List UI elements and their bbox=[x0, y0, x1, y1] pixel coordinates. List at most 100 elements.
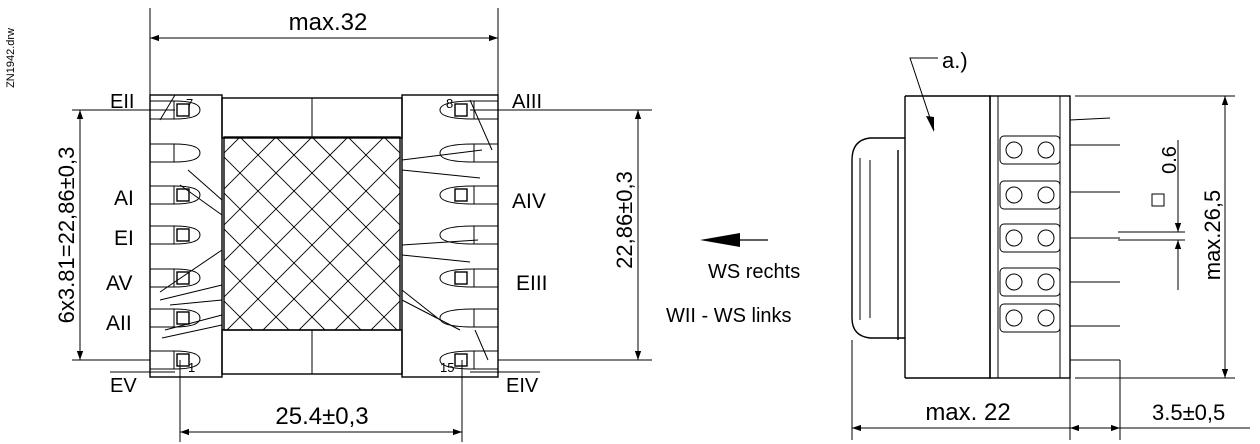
side-view: a.) max.26,5 0.6 max. 22 bbox=[851, 48, 1250, 440]
pin-slot bbox=[473, 350, 499, 370]
pin-terminal bbox=[176, 311, 190, 325]
hatch-line bbox=[226, 156, 400, 330]
label-AII: AII bbox=[106, 312, 132, 335]
pin-terminal bbox=[454, 188, 468, 202]
hatch-line bbox=[224, 228, 326, 330]
pin-number-8: 8 bbox=[446, 96, 453, 111]
dim-pin-square: 0.6 bbox=[1159, 146, 1181, 174]
pin-terminal bbox=[176, 271, 190, 285]
pin-hook bbox=[439, 350, 475, 370]
pin-terminal bbox=[454, 103, 468, 117]
hatch-line bbox=[224, 137, 277, 190]
label-EIV: EIV bbox=[506, 375, 539, 397]
pin-hook bbox=[439, 185, 475, 205]
hatch-line bbox=[0, 137, 24, 330]
hatch-line bbox=[224, 192, 362, 330]
hatch-line bbox=[239, 137, 400, 298]
pin-slot bbox=[473, 143, 499, 163]
pin-number-15: 15 bbox=[440, 360, 454, 375]
pin-terminal bbox=[454, 353, 468, 367]
pin-hole bbox=[1005, 309, 1023, 327]
hatch-line bbox=[347, 137, 400, 190]
label-EII: EII bbox=[110, 91, 134, 113]
pin-hook bbox=[439, 308, 475, 328]
hatch-line bbox=[298, 228, 400, 330]
dim-top-width: max.32 bbox=[289, 9, 368, 36]
hatch-line bbox=[11, 137, 204, 330]
dim-pin-offset: 3.5±0,5 bbox=[1152, 400, 1225, 425]
hatch-line bbox=[224, 137, 385, 298]
pin-hook bbox=[173, 350, 201, 370]
pin-hole bbox=[1037, 141, 1055, 159]
hatch-line bbox=[275, 137, 400, 262]
hatch-line bbox=[262, 192, 400, 330]
pin-hole bbox=[1005, 141, 1023, 159]
pin-slot bbox=[149, 350, 175, 370]
hatch-line bbox=[564, 137, 757, 330]
top-view: max.32 7 8 1 15 EII AI EI AV AII EV bbox=[0, 8, 757, 442]
dim-right-height: 22,86±0,3 bbox=[612, 171, 637, 269]
label-EIII: EIII bbox=[516, 272, 548, 295]
pin-hole bbox=[1005, 273, 1023, 291]
side-pin-block bbox=[999, 135, 1061, 165]
label-AI: AI bbox=[114, 187, 134, 210]
pin-number-1: 1 bbox=[188, 360, 195, 375]
hatch-line bbox=[420, 137, 613, 330]
pin-terminal bbox=[176, 228, 190, 242]
pin-slot bbox=[149, 225, 175, 245]
hatch-line bbox=[224, 137, 349, 262]
pin-slot bbox=[473, 308, 499, 328]
pin-slot bbox=[473, 225, 499, 245]
pin-slot bbox=[473, 268, 499, 288]
pin-slot bbox=[149, 185, 175, 205]
label-AV: AV bbox=[106, 272, 132, 295]
label-EV: EV bbox=[110, 375, 137, 397]
label-EI: EI bbox=[114, 227, 134, 250]
side-pin-block bbox=[999, 180, 1061, 210]
hatch-line bbox=[224, 137, 313, 226]
pin-terminal bbox=[176, 188, 190, 202]
pin-hole bbox=[1005, 229, 1023, 247]
pin-terminal bbox=[454, 271, 468, 285]
hatch-line bbox=[407, 137, 600, 330]
pin-hook bbox=[173, 308, 201, 328]
label-AIII: AIII bbox=[512, 91, 542, 113]
hatch-line bbox=[0, 137, 168, 330]
file-tag: ZN1942.drw bbox=[5, 28, 17, 88]
pin-hook bbox=[173, 268, 201, 288]
pin-hole bbox=[1037, 186, 1055, 204]
pin-slot bbox=[149, 143, 175, 163]
pin-hook bbox=[173, 185, 201, 205]
pin-terminal bbox=[176, 353, 190, 367]
pin-hole bbox=[1037, 273, 1055, 291]
side-pin-block bbox=[999, 303, 1061, 333]
left-pin-row bbox=[149, 100, 201, 370]
hatch-line bbox=[383, 137, 400, 154]
pin-slot bbox=[149, 268, 175, 288]
pin-slot bbox=[473, 185, 499, 205]
dim-left-height: 6x3.81=22,86±0,3 bbox=[54, 147, 79, 324]
pin-hook bbox=[439, 100, 475, 120]
pin-slot bbox=[149, 308, 175, 328]
pin-number-7: 7 bbox=[186, 96, 193, 111]
hatch-line bbox=[0, 137, 60, 330]
hatch-line bbox=[492, 137, 685, 330]
note-label-a: a.) bbox=[942, 48, 968, 73]
hatch-line bbox=[224, 156, 398, 330]
side-pin-stack bbox=[999, 135, 1061, 333]
side-pin-block bbox=[999, 223, 1061, 253]
dim-side-height: max.26,5 bbox=[1200, 190, 1225, 281]
pin-hook bbox=[439, 225, 475, 245]
legend-wii-ws-links: WII - WS links bbox=[666, 305, 792, 327]
pin-hook bbox=[173, 143, 201, 163]
legend-ws-rechts: WS rechts bbox=[708, 261, 800, 283]
winding-hatch bbox=[0, 137, 757, 330]
direction-legend: WS rechts WII - WS links bbox=[666, 233, 800, 327]
dim-bottom-width: 25.4±0,3 bbox=[275, 403, 368, 430]
pin-hook bbox=[173, 100, 201, 120]
pin-hole bbox=[1005, 186, 1023, 204]
right-pin-row bbox=[439, 100, 499, 370]
hatch-line bbox=[0, 137, 96, 330]
pin-hole bbox=[1037, 309, 1055, 327]
